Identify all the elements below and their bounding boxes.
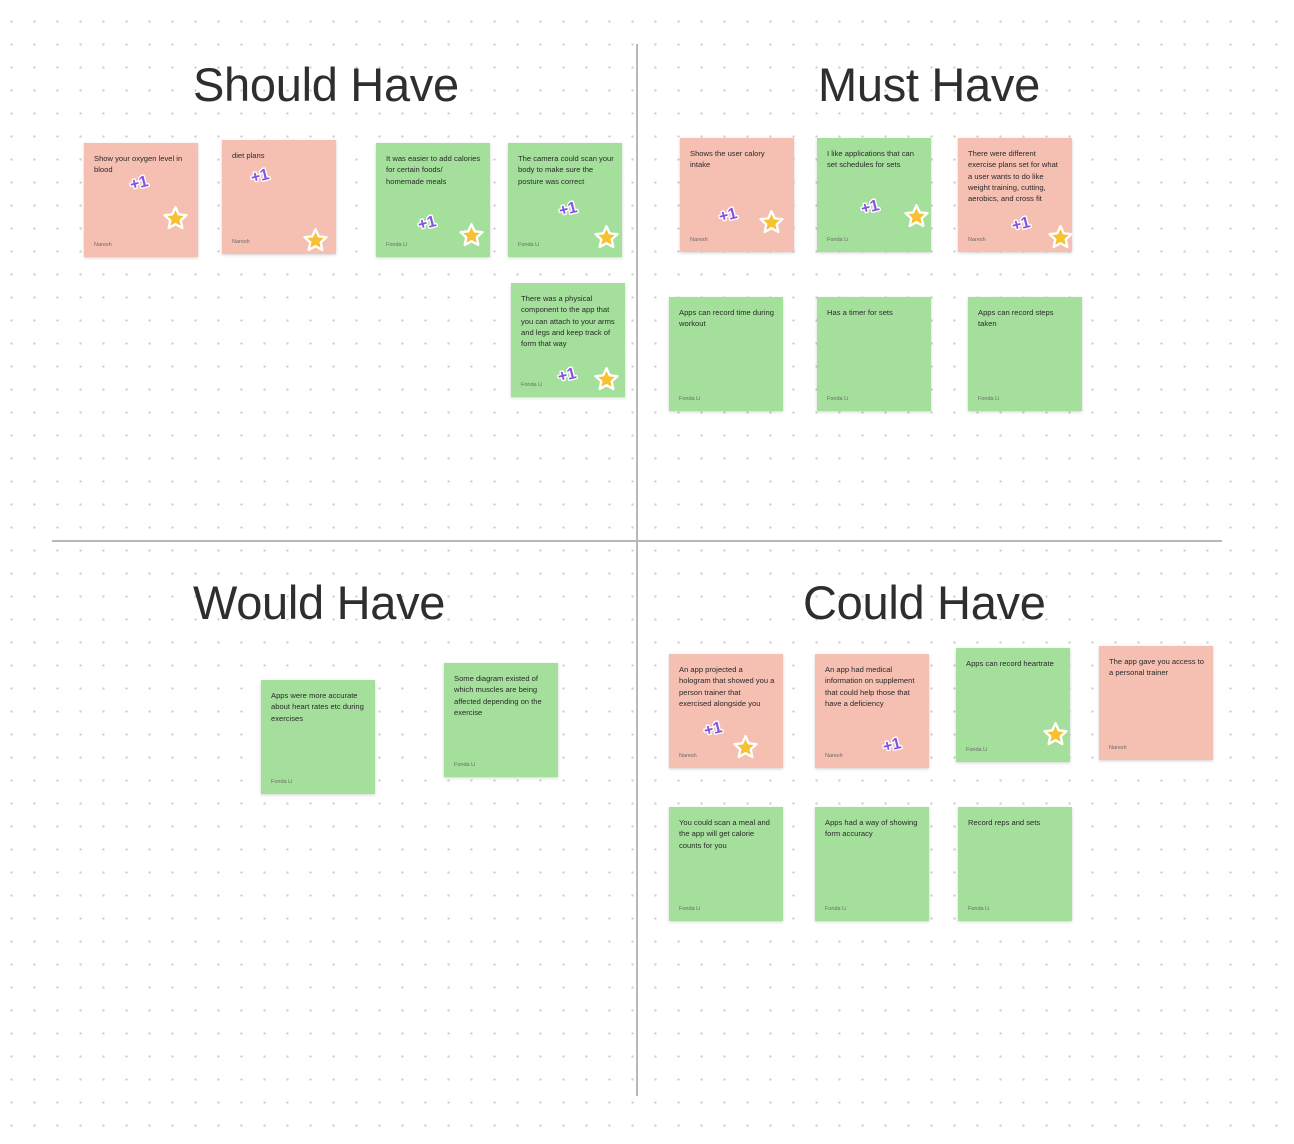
- sticky-note-author: Fonda Li: [827, 396, 849, 402]
- sticky-note[interactable]: An app projected a hologram that showed …: [669, 654, 783, 768]
- should-have-title[interactable]: Should Have: [193, 58, 459, 111]
- sticky-note-text: The app gave you access to a personal tr…: [1109, 657, 1204, 678]
- star-sticker-icon[interactable]: [302, 227, 329, 254]
- plus-one-sticker-icon[interactable]: +1: [700, 717, 726, 742]
- plus-one-sticker-icon[interactable]: +1: [1008, 212, 1034, 237]
- plus-one-sticker-icon[interactable]: +1: [247, 164, 273, 189]
- sticky-note-text: I like applications that can set schedul…: [827, 149, 914, 170]
- sticky-note-text: The camera could scan your body to make …: [518, 154, 614, 186]
- plus-one-sticker-icon[interactable]: +1: [857, 195, 883, 220]
- sticky-note-author: Fonda Li: [386, 242, 408, 248]
- sticky-note-text: Show your oxygen level in blood: [94, 154, 183, 175]
- star-sticker-icon[interactable]: [732, 734, 759, 761]
- horizontal-divider: [52, 540, 1222, 542]
- sticky-note-author: Fonda Li: [825, 906, 847, 912]
- sticky-note-text: Apps can record time during workout: [679, 308, 774, 329]
- sticky-note-author: Naresh: [1109, 745, 1127, 751]
- sticky-note-text: Apps can record steps taken: [978, 308, 1054, 329]
- svg-text:+1: +1: [702, 718, 724, 740]
- svg-text:+1: +1: [556, 364, 578, 386]
- sticky-note-author: Naresh: [825, 753, 843, 759]
- sticky-note-text: Apps were more accurate about heart rate…: [271, 691, 364, 723]
- sticky-note-author: Fonda Li: [454, 762, 476, 768]
- plus-one-sticker-icon[interactable]: +1: [715, 203, 741, 228]
- sticky-note-text: There was a physical component to the ap…: [521, 294, 615, 349]
- sticky-note[interactable]: An app had medical information on supple…: [815, 654, 929, 768]
- star-sticker-icon[interactable]: [458, 222, 485, 249]
- sticky-note-author: Fonda Li: [679, 906, 701, 912]
- sticky-note[interactable]: You could scan a meal and the app will g…: [669, 807, 783, 921]
- could-have-title[interactable]: Could Have: [803, 576, 1046, 629]
- sticky-note-author: Fonda Li: [679, 396, 701, 402]
- star-sticker-icon[interactable]: [903, 203, 930, 230]
- svg-text:+1: +1: [717, 204, 739, 226]
- sticky-note-author: Naresh: [679, 753, 697, 759]
- sticky-note[interactable]: It was easier to add calories for certai…: [376, 143, 490, 257]
- star-sticker-icon[interactable]: [593, 224, 620, 251]
- sticky-note[interactable]: There were different exercise plans set …: [958, 138, 1074, 252]
- plus-one-sticker-icon[interactable]: +1: [126, 171, 152, 196]
- sticky-note-author: Fonda Li: [827, 237, 849, 243]
- would-have-title[interactable]: Would Have: [193, 576, 446, 629]
- sticky-note-text: diet plans: [232, 151, 265, 160]
- svg-text:+1: +1: [1010, 213, 1032, 235]
- sticky-note-text: You could scan a meal and the app will g…: [679, 818, 770, 850]
- sticky-note[interactable]: The camera could scan your body to make …: [508, 143, 622, 257]
- svg-text:+1: +1: [249, 165, 271, 187]
- sticky-note-author: Fonda Li: [521, 382, 543, 388]
- sticky-note[interactable]: There was a physical component to the ap…: [511, 283, 625, 397]
- sticky-note-text: Record reps and sets: [968, 818, 1041, 827]
- star-sticker-icon[interactable]: [162, 205, 189, 232]
- sticky-note-author: Naresh: [968, 237, 986, 243]
- sticky-note-author: Naresh: [232, 239, 250, 245]
- sticky-note-text: An app had medical information on supple…: [825, 665, 915, 708]
- sticky-note[interactable]: The app gave you access to a personal tr…: [1099, 646, 1213, 760]
- svg-text:+1: +1: [881, 734, 903, 756]
- plus-one-sticker-icon[interactable]: +1: [879, 733, 905, 758]
- svg-text:+1: +1: [557, 198, 579, 220]
- sticky-note-author: Fonda Li: [968, 906, 990, 912]
- sticky-note-author: Fonda Li: [518, 242, 540, 248]
- svg-text:+1: +1: [859, 196, 881, 218]
- sticky-note-author: Fonda Li: [966, 747, 988, 753]
- sticky-note-text: There were different exercise plans set …: [968, 149, 1058, 204]
- star-sticker-icon[interactable]: [758, 209, 785, 236]
- sticky-note-author: Fonda Li: [271, 779, 293, 785]
- plus-one-sticker-icon[interactable]: +1: [554, 363, 580, 388]
- sticky-note[interactable]: I like applications that can set schedul…: [817, 138, 931, 252]
- star-sticker-icon[interactable]: [593, 366, 620, 393]
- sticky-note-text: Some diagram existed of which muscles ar…: [454, 674, 542, 717]
- star-sticker-icon[interactable]: [1042, 721, 1069, 748]
- must-have-title[interactable]: Must Have: [818, 58, 1040, 111]
- sticky-note-author: Fonda Li: [978, 396, 1000, 402]
- sticky-note-text: It was easier to add calories for certai…: [386, 154, 481, 186]
- sticky-note[interactable]: Apps were more accurate about heart rate…: [261, 680, 375, 794]
- sticky-note-author: Naresh: [94, 242, 112, 248]
- svg-text:+1: +1: [128, 172, 150, 194]
- sticky-note-text: Shows the user calory intake: [690, 149, 765, 170]
- sticky-note-text: An app projected a hologram that showed …: [679, 665, 775, 708]
- sticky-note-author: Naresh: [690, 237, 708, 243]
- vertical-divider: [636, 44, 638, 1096]
- svg-text:+1: +1: [416, 212, 438, 234]
- sticky-note-text: Has a timer for sets: [827, 308, 893, 317]
- sticky-note[interactable]: Some diagram existed of which muscles ar…: [444, 663, 558, 777]
- star-sticker-icon[interactable]: [1047, 224, 1074, 251]
- plus-one-sticker-icon[interactable]: +1: [555, 197, 581, 222]
- sticky-note-text: Apps can record heartrate: [966, 659, 1054, 668]
- plus-one-sticker-icon[interactable]: +1: [414, 211, 440, 236]
- sticky-note-text: Apps had a way of showing form accuracy: [825, 818, 918, 839]
